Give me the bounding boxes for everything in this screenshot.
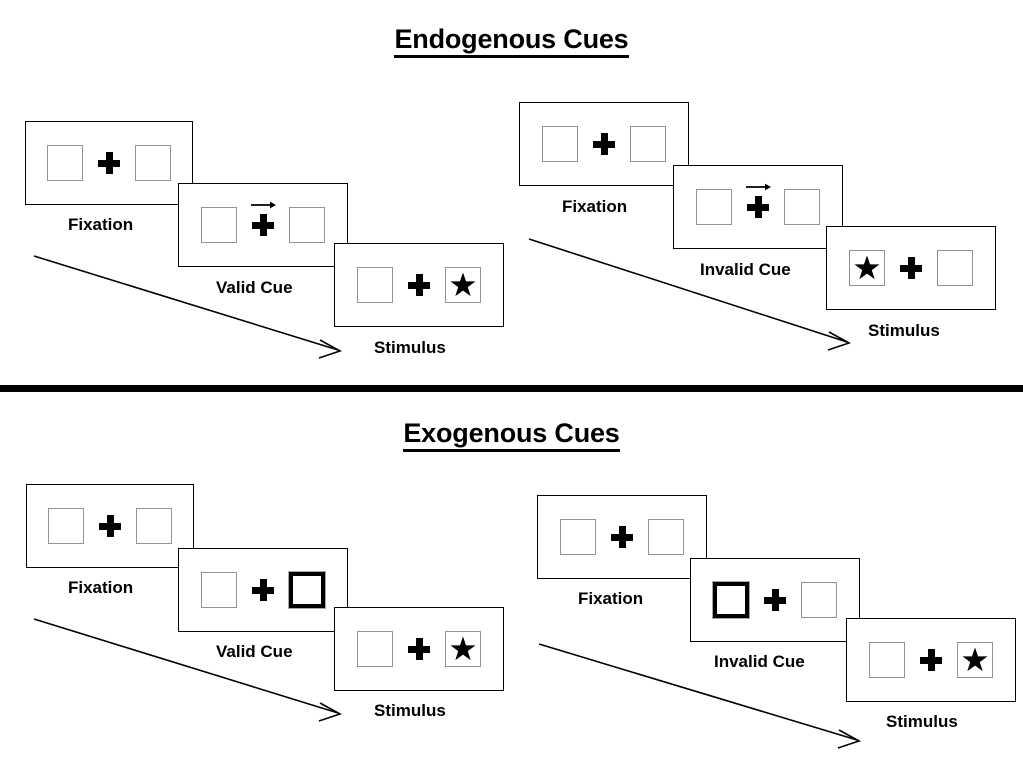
frame-label-fixation: Fixation [68, 215, 134, 234]
trial-frame-fixation[interactable] [26, 484, 194, 568]
placeholder-box-left [357, 631, 393, 667]
fixation-cross-icon [251, 201, 276, 236]
placeholder-box-right-target [445, 267, 481, 303]
frame-label-invalid-cue: Invalid Cue [714, 652, 805, 671]
placeholder-box-right [801, 582, 837, 618]
fixation-cross-icon [920, 649, 942, 671]
placeholder-box-right [648, 519, 684, 555]
trial-frame-fixation[interactable] [519, 102, 689, 186]
frame-label-fixation: Fixation [562, 197, 628, 216]
section-title-endogenous: Endogenous Cues [0, 24, 1023, 58]
section-title-endogenous-text: Endogenous Cues [394, 24, 629, 58]
trial-frame-valid-cue[interactable] [178, 183, 348, 267]
placeholder-box-left [542, 126, 578, 162]
frame-label-valid-cue: Valid Cue [216, 278, 293, 297]
placeholder-box-right [937, 250, 973, 286]
fixation-cross-icon [98, 152, 120, 174]
frame-content [691, 559, 859, 641]
frame-content [827, 227, 995, 309]
placeholder-box-left-cued [712, 581, 750, 619]
frame-label-fixation: Fixation [578, 589, 644, 608]
star-target-icon [854, 255, 880, 280]
frame-content [26, 122, 192, 204]
frame-content [847, 619, 1015, 701]
frame-content [27, 485, 193, 567]
frame-label-stimulus: Stimulus [374, 701, 446, 720]
time-arrow-endogenous-invalid [528, 238, 851, 351]
frame-label-stimulus: Stimulus [886, 712, 958, 731]
placeholder-box-left [47, 145, 83, 181]
time-arrow-endogenous-valid [33, 255, 342, 359]
section-divider [0, 385, 1023, 392]
placeholder-box-left [48, 508, 84, 544]
placeholder-box-right [289, 207, 325, 243]
frame-content [674, 166, 842, 248]
trial-frame-invalid-cue[interactable] [673, 165, 843, 249]
placeholder-box-right [784, 189, 820, 225]
trial-frame-valid-cue[interactable] [178, 548, 348, 632]
fixation-cross-icon [764, 589, 786, 611]
trial-frame-fixation[interactable] [537, 495, 707, 579]
frame-label-fixation: Fixation [68, 578, 134, 597]
fixation-cross-icon [408, 274, 430, 296]
section-title-exogenous-text: Exogenous Cues [403, 418, 620, 452]
placeholder-box-right-cued [288, 571, 326, 609]
placeholder-box-right-target [445, 631, 481, 667]
trial-frame-stimulus[interactable] [334, 607, 504, 691]
placeholder-box-right [136, 508, 172, 544]
placeholder-box-right [630, 126, 666, 162]
placeholder-box-right-target [957, 642, 993, 678]
time-arrow-exogenous-valid [33, 618, 342, 722]
frame-label-valid-cue: Valid Cue [216, 642, 293, 661]
fixation-cross-icon [408, 638, 430, 660]
frame-label-invalid-cue: Invalid Cue [700, 260, 791, 279]
fixation-cross-icon [593, 133, 615, 155]
placeholder-box-left [696, 189, 732, 225]
fixation-cross-icon [900, 257, 922, 279]
trial-frame-stimulus[interactable] [826, 226, 996, 310]
star-target-icon [450, 272, 476, 297]
frame-content [538, 496, 706, 578]
trial-frame-fixation[interactable] [25, 121, 193, 205]
right-arrow-cue-icon [251, 201, 276, 209]
placeholder-box-left [357, 267, 393, 303]
frame-label-stimulus: Stimulus [374, 338, 446, 357]
placeholder-box-left [201, 207, 237, 243]
frame-content [179, 549, 347, 631]
fixation-cross-icon [99, 515, 121, 537]
trial-frame-stimulus[interactable] [334, 243, 504, 327]
placeholder-box-left-target [849, 250, 885, 286]
trial-frame-stimulus[interactable] [846, 618, 1016, 702]
frame-label-stimulus: Stimulus [868, 321, 940, 340]
placeholder-box-left [560, 519, 596, 555]
fixation-cross-icon [611, 526, 633, 548]
placeholder-box-left [201, 572, 237, 608]
star-target-icon [962, 647, 988, 672]
section-title-exogenous: Exogenous Cues [0, 418, 1023, 452]
frame-content [335, 244, 503, 326]
time-arrow-exogenous-invalid [538, 643, 861, 749]
right-arrow-cue-icon [746, 183, 771, 191]
frame-content [179, 184, 347, 266]
frame-content [335, 608, 503, 690]
placeholder-box-right [135, 145, 171, 181]
star-target-icon [450, 636, 476, 661]
fixation-cross-icon [252, 579, 274, 601]
fixation-cross-icon [746, 183, 771, 218]
frame-content [520, 103, 688, 185]
trial-frame-invalid-cue[interactable] [690, 558, 860, 642]
placeholder-box-left [869, 642, 905, 678]
